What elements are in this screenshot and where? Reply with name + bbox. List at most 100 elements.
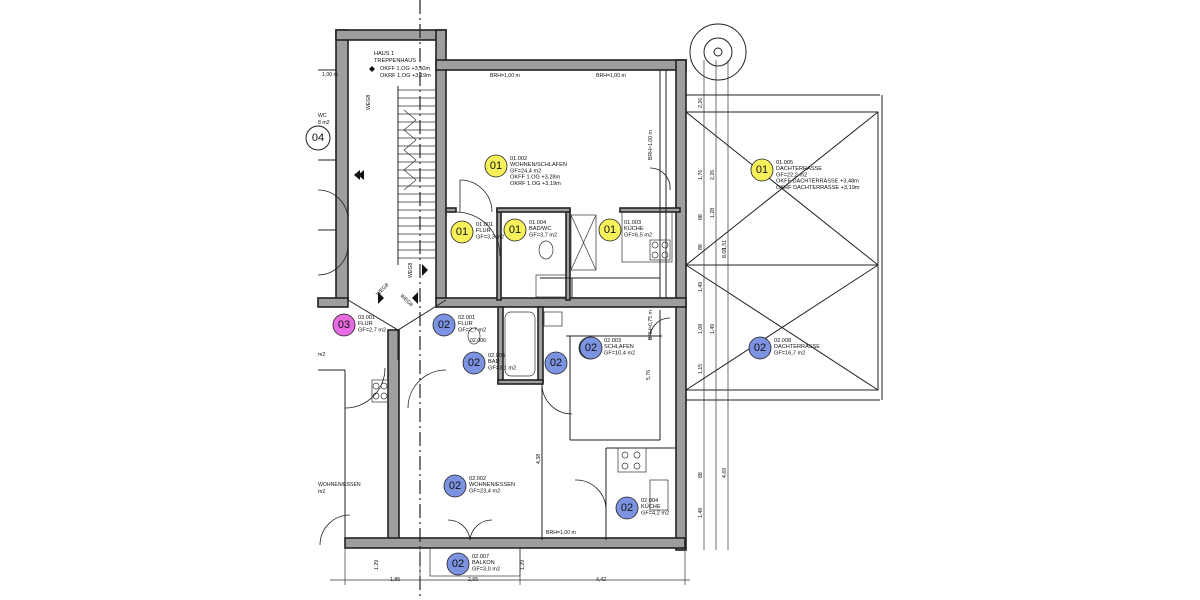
room-name: KÜCHE	[641, 503, 661, 510]
room-id: 02.001	[458, 315, 475, 321]
unit-badge	[598, 218, 622, 242]
room-name: BALKON	[472, 560, 495, 566]
dimension-texts: 1,85 2,65 4,42 1,29 1,29 2,26 1,76 1,51 …	[374, 98, 728, 583]
wall-hall01	[445, 207, 457, 213]
unit-badge-number: 01	[509, 224, 521, 236]
room-area: GF=3,0 m2	[472, 566, 500, 572]
fragment-text: m2	[318, 489, 325, 495]
unit-badge-number: 01	[604, 224, 616, 236]
room-name: KÜCHE	[624, 225, 644, 232]
walls	[317, 29, 687, 551]
room-area: GF=4,2 m2	[641, 510, 669, 516]
unit-badge	[503, 218, 527, 242]
level-marker-icon	[369, 66, 375, 72]
door-arc	[455, 211, 501, 257]
dim-vertical: 1,15	[698, 364, 704, 374]
wall-divider-01-02	[435, 297, 687, 308]
room-level: OKFF 1.OG +3,28m	[510, 175, 561, 181]
weg-label: WEG8	[408, 263, 414, 278]
stair-level-2: OKRF 1.OG +3,19m	[380, 73, 431, 79]
unit-badge-number: 01	[490, 160, 502, 172]
dim-bottom: 4,42	[596, 577, 606, 583]
dim-vertical: 8,08	[722, 248, 728, 258]
dim-vertical: 5,76	[646, 370, 652, 380]
dim-vertical: 1,76	[698, 170, 704, 180]
brh-label-vertical: BRH=0,75 m	[648, 310, 654, 340]
room-level: OKRF DACHTERRASSE +3,19m	[776, 185, 860, 191]
brh-label: BRH=1,00 m	[596, 73, 626, 79]
unit-badge	[579, 336, 603, 360]
room-name: WOHNEN/ESSEN	[469, 482, 515, 488]
unit-badge-number: 02	[754, 342, 766, 354]
dim-vertical: 2,26	[710, 170, 716, 180]
unit-badge	[332, 313, 356, 337]
doors	[317, 167, 671, 546]
room-id: 01.003	[624, 220, 641, 226]
roof-vent-inner	[703, 37, 733, 67]
fragment-text: WC	[318, 113, 327, 119]
room-name: DACHTERRASSE	[774, 344, 820, 350]
fragment-text: 8 m2	[318, 120, 330, 126]
unit-badge-number: 02	[438, 319, 450, 331]
unit-badge-number: 01	[756, 164, 768, 176]
arrow-icon	[422, 264, 428, 276]
room-area: GF=3,3 m2	[476, 234, 504, 240]
dim-bottom: 1,85	[390, 577, 400, 583]
unit-badge	[615, 496, 639, 520]
dim-vertical: 4,38	[536, 454, 542, 464]
room-name: BAD	[488, 359, 500, 365]
room-name: DACHTERRASSE	[776, 166, 822, 172]
unit-badge-number: 02	[585, 342, 597, 354]
room-name: FLUR	[358, 321, 373, 327]
room-name: SCHLAFEN	[604, 344, 634, 350]
room-area: GF=23,4 m2	[469, 488, 500, 494]
roof-terrace	[685, 23, 883, 550]
room-area: GF=22,2 m2	[776, 172, 807, 178]
dim-bottom: 2,65	[468, 577, 478, 583]
wall-left-mid	[317, 297, 349, 308]
wall-bath01-right	[565, 209, 571, 301]
unit-badge-number: 02	[452, 558, 464, 570]
room-name: FLUR	[458, 321, 473, 327]
wall-bath01-top	[496, 207, 571, 213]
brh-label-vertical: BRH=1,00 m	[648, 130, 654, 160]
left-fragments: 1,00 m WC 8 m2 04 m2 WOHNEN/ESSEN m2 02.…	[312, 72, 486, 495]
brh-label: BRH=1,00 m	[546, 530, 576, 536]
room-name: WOHNEN/SCHLAFEN	[510, 162, 567, 168]
circle-04	[305, 125, 331, 151]
unit-badge-number: 03	[338, 319, 350, 331]
room-badge-13: 02	[544, 351, 568, 375]
circle-number: 04	[312, 132, 324, 144]
room-id: 01.004	[529, 220, 546, 226]
room-name: BAD/WC	[529, 226, 551, 232]
room-area: GF=2,7 m2	[358, 327, 386, 333]
dim-bottom-small: 1,29	[374, 560, 380, 570]
room-id: 02.004	[641, 498, 658, 504]
room-area: GF=3,7 m2	[529, 232, 557, 238]
unit-badge	[462, 351, 486, 375]
bottom-dimension-chain	[330, 547, 690, 585]
unit-badge	[432, 313, 456, 337]
fragment-text: 02.006	[470, 338, 486, 344]
dim-vertical: 88	[698, 244, 704, 250]
room-id: 02.003	[604, 338, 621, 344]
wall-bottom	[344, 537, 686, 549]
unit-badge-number: 02	[621, 502, 633, 514]
dim-vertical: 1,49	[698, 508, 704, 518]
unit-badge	[484, 154, 508, 178]
room-level: OKRF 1.OG +3,19m	[510, 181, 561, 187]
room-area: GF=2,7 m2	[458, 327, 486, 333]
interior-lines	[347, 70, 676, 540]
room-name: FLUR	[476, 228, 491, 234]
room-id: 03.001	[358, 315, 375, 321]
wall-bath02-right	[537, 306, 544, 383]
wall-bath01-left	[496, 209, 502, 301]
room-area: GF=3,1 m2	[488, 365, 516, 371]
